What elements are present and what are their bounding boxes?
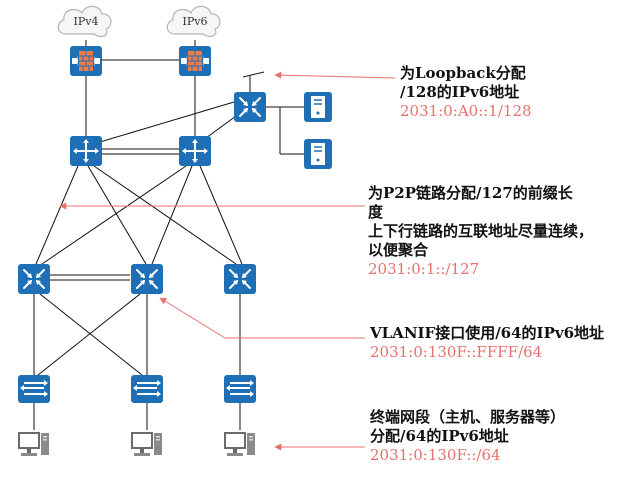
cloud-label-ipv6: IPv6: [183, 15, 208, 28]
link-core1-svcsw: [99, 101, 235, 143]
annotation-p2p-line-4: 以便聚合: [368, 241, 429, 259]
link-core1-agg3: [93, 165, 237, 265]
annotation-terminal-line-1: 终端网段（主机、服务器等）: [370, 408, 566, 426]
annotation-loopback-line-2: /128的IPv6地址: [400, 83, 520, 101]
link-core2-svcsw: [205, 115, 237, 139]
pc-icon: [224, 432, 255, 456]
pointer-arrows: [59, 71, 396, 451]
access-switch-icon: [17, 374, 51, 404]
arrow-vlanif-diag: [159, 297, 226, 339]
server-icon: [303, 91, 333, 123]
links: [33, 40, 304, 430]
cloud-label-ipv4: IPv4: [74, 15, 99, 28]
arrow-loopback: [274, 71, 396, 79]
annotation-loopback-address: 2031:0:A0::1/128: [400, 102, 532, 120]
aggregation-switch-icon: [233, 91, 267, 123]
firewall-icon: [178, 45, 212, 77]
link-core2-agg3: [199, 165, 243, 265]
annotation-loopback-line-1: 为Loopback分配: [400, 64, 526, 82]
access-switch-icon: [223, 374, 257, 404]
annotation-p2p-line-2: 度: [368, 203, 384, 221]
link-core2-agg1: [41, 165, 187, 265]
annotation-loopback: 为Loopback分配 /128的IPv6地址 2031:0:A0::1/128: [400, 64, 532, 121]
firewall-icon: [69, 45, 103, 77]
annotation-terminal-line-2: 分配/64的IPv6地址: [370, 427, 509, 445]
link-core1-agg2: [87, 165, 147, 265]
annotation-p2p-line-1: 为P2P链路分配/127的前缀长: [368, 184, 573, 202]
pc-icon: [131, 432, 162, 456]
link-core2-agg2: [151, 165, 193, 265]
link-agg1-acc2: [39, 293, 143, 376]
aggregation-switch-icon: [17, 263, 51, 295]
access-switch-icon: [130, 374, 164, 404]
annotation-terminal: 终端网段（主机、服务器等） 分配/64的IPv6地址 2031:0:130F::…: [370, 408, 565, 465]
aggregation-switch-icon: [130, 263, 164, 295]
annotation-p2p-line-3: 上下行链路的互联地址尽量连续，: [368, 222, 594, 240]
server-icon: [303, 138, 333, 170]
cloud-ipv4: IPv4: [57, 5, 112, 38]
annotation-vlanif-address: 2031:0:130F::FFFF/64: [370, 343, 543, 361]
core-router-icon: [69, 135, 103, 167]
loopback-mark: [242, 71, 265, 78]
annotation-p2p-address: 2031:0:1::/127: [368, 260, 480, 278]
annotation-vlanif: VLANIF接口使用/64的IPv6地址 2031:0:130F::FFFF/6…: [370, 324, 604, 362]
annotation-vlanif-line-1: VLANIF接口使用/64的IPv6地址: [370, 324, 605, 342]
link-agg2-acc1: [37, 293, 141, 376]
pc-icon: [18, 432, 49, 456]
aggregation-switch-icon: [223, 263, 257, 295]
annotation-terminal-address: 2031:0:130F::/64: [370, 446, 501, 464]
link-core1-agg1: [35, 165, 79, 265]
cloud-ipv6: IPv6: [166, 5, 221, 38]
annotation-p2p: 为P2P链路分配/127的前缀长 度 上下行链路的互联地址尽量连续， 以便聚合 …: [368, 184, 593, 279]
core-router-icon: [178, 135, 212, 167]
